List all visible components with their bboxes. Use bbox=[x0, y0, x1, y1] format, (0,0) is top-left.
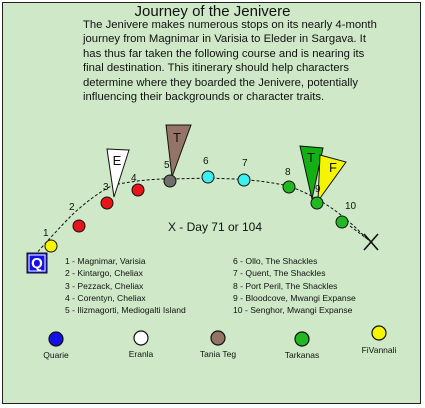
stop-1-number: 1 bbox=[43, 228, 49, 239]
key-quarie-label: Quarie bbox=[43, 350, 69, 360]
flag-letter: E bbox=[113, 153, 122, 168]
stop-6-number: 6 bbox=[203, 156, 209, 167]
flag-fivannali: F bbox=[317, 154, 347, 203]
key-tania-teg-dot bbox=[210, 330, 226, 346]
stops-legend-right: 6 - Ollo, The Shackles 7 - Quent, The Sh… bbox=[233, 255, 356, 316]
legend-stop-1: 1 - Magnimar, Varisia bbox=[65, 256, 146, 266]
flag-tarkanas: T bbox=[299, 145, 324, 200]
legend-stop-6: 6 - Ollo, The Shackles bbox=[233, 256, 318, 266]
legend-stop-4: 4 - Corentyn, Cheliax bbox=[65, 292, 146, 303]
legend-stop-5: 5 - Ilizmagorti, Mediogalti Island bbox=[65, 305, 186, 316]
character-key bbox=[48, 325, 387, 347]
legend-stop-8: 8 - Port Peril, The Shackles bbox=[233, 280, 338, 291]
legend-stop-2: 2 - Kintargo, Cheliax bbox=[65, 268, 143, 279]
key-eranla-dot bbox=[133, 330, 149, 346]
stop-numbers: 1 2 3 4 5 6 7 8 9 10 bbox=[43, 156, 357, 239]
start-marker: Q bbox=[26, 252, 48, 274]
stop-5-number: 5 bbox=[164, 160, 170, 171]
page-title: Journey of the Jenivere bbox=[134, 3, 291, 20]
stop-7-number: 7 bbox=[242, 158, 248, 169]
route-line bbox=[27, 177, 367, 264]
legend-stop-3: 3 - Pezzack, Cheliax bbox=[65, 280, 144, 291]
flag-letter: T bbox=[307, 150, 315, 165]
status-day: X - Day 71 or 104 bbox=[167, 220, 263, 234]
stop-4-dot bbox=[131, 183, 145, 197]
flag-eranla: E bbox=[106, 148, 130, 198]
stop-6-dot bbox=[201, 170, 215, 184]
stop-5-dot bbox=[163, 174, 177, 188]
intro-paragraph: The Jenivere makes numerous stops on its… bbox=[83, 19, 377, 104]
key-tarkanas-dot bbox=[294, 331, 310, 347]
stop-8-dot bbox=[282, 180, 296, 194]
stop-2-dot bbox=[72, 219, 86, 233]
stop-3-number: 3 bbox=[103, 182, 109, 193]
stop-7-dot bbox=[237, 173, 251, 187]
flag-letter: F bbox=[329, 160, 337, 175]
flag-letter: T bbox=[173, 130, 181, 145]
stop-8-number: 8 bbox=[285, 167, 291, 178]
stop-9-number: 9 bbox=[315, 184, 321, 195]
stops-legend-left: 1 - Magnimar, Varisia 2 - Kintargo, Chel… bbox=[65, 255, 186, 316]
stop-2-number: 2 bbox=[69, 202, 75, 213]
stop-3-dot bbox=[100, 196, 114, 210]
key-tania-teg-label: Tania Teg bbox=[199, 349, 237, 359]
destination-x-marker bbox=[363, 233, 379, 251]
stops-group bbox=[44, 170, 349, 253]
legend-stop-7: 7 - Quent, The Shackles bbox=[233, 268, 326, 279]
key-quarie-dot bbox=[48, 331, 64, 347]
legend-stop-9: 9 - Bloodcove, Mwangi Expanse bbox=[233, 292, 356, 303]
legend-stop-10: 10 - Senghor, Mwangi Expanse bbox=[233, 305, 353, 316]
stop-1-dot bbox=[44, 239, 58, 253]
flag-tania-teg: T bbox=[165, 124, 192, 178]
start-marker-label: Q bbox=[31, 255, 43, 272]
key-fivannali-label: FiVannali bbox=[361, 345, 397, 355]
key-eranla-label: Eranla bbox=[128, 349, 154, 359]
stop-10-dot bbox=[335, 215, 349, 229]
stop-10-number: 10 bbox=[345, 201, 357, 212]
key-tarkanas-label: Tarkanas bbox=[284, 350, 320, 360]
key-fivannali-dot bbox=[371, 325, 387, 341]
stop-4-number: 4 bbox=[131, 173, 137, 184]
stop-9-dot bbox=[310, 196, 324, 210]
